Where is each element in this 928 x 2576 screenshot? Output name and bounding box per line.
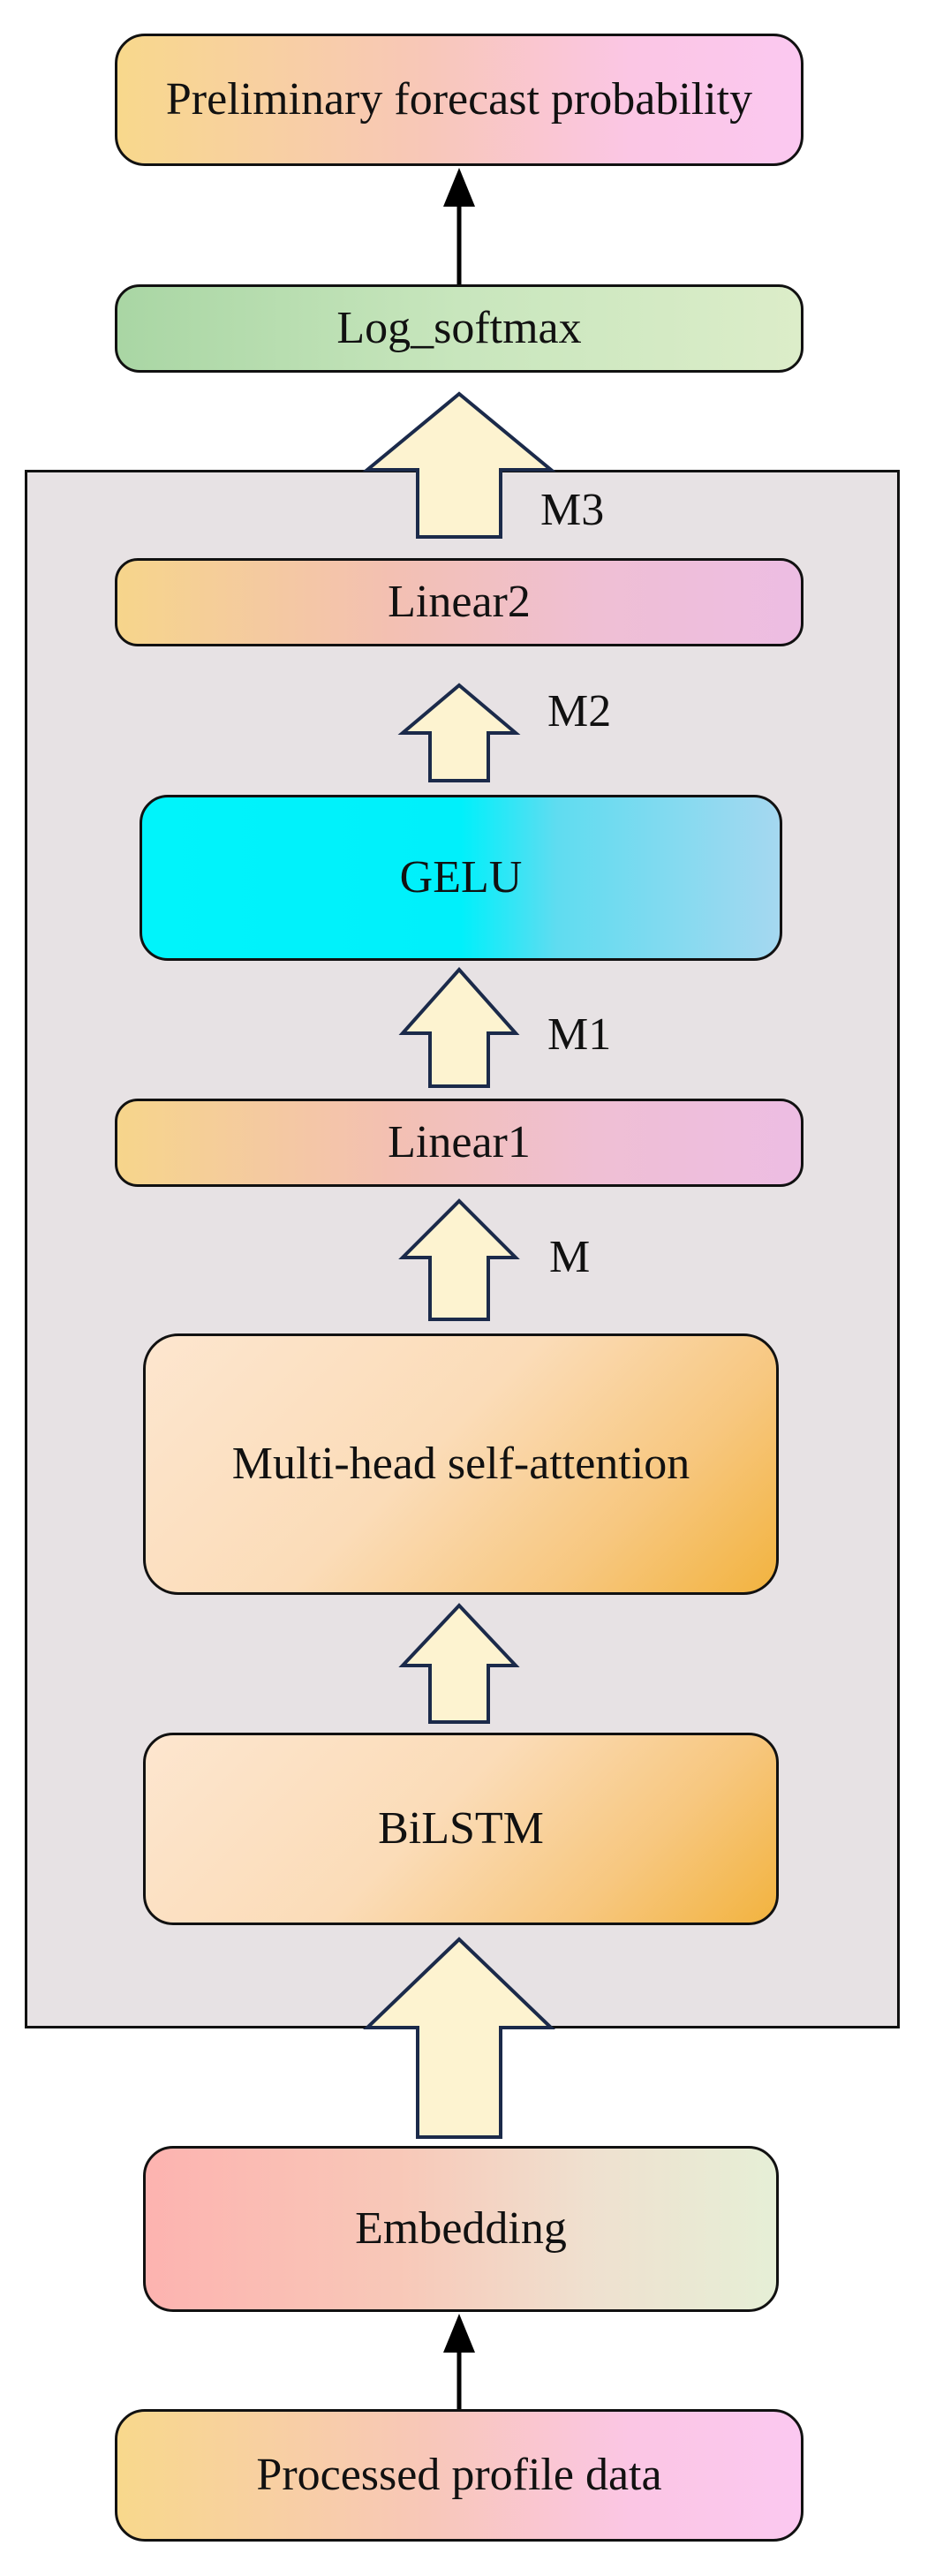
thin-arrow-bottom <box>443 2314 475 2409</box>
embedding-box: Embedding <box>143 2146 779 2312</box>
block-arrow-m1 <box>398 966 520 1088</box>
block-arrow-bilstm <box>398 1603 520 1724</box>
label-m3: M3 <box>540 485 605 535</box>
output-box: Preliminary forecast probability <box>115 34 804 166</box>
log-softmax-box: Log_softmax <box>115 284 804 373</box>
mhsa-box: Multi-head self-attention <box>143 1333 779 1595</box>
embedding-label: Embedding <box>355 2203 567 2255</box>
bilstm-box: BiLSTM <box>143 1733 779 1925</box>
mhsa-label: Multi-head self-attention <box>231 1439 690 1490</box>
input-box: Processed profile data <box>115 2409 804 2542</box>
thin-arrow-top <box>443 168 475 284</box>
block-arrow-m <box>398 1198 520 1321</box>
label-m: M <box>549 1232 591 1282</box>
linear1-label: Linear1 <box>388 1117 531 1168</box>
linear1-box: Linear1 <box>115 1099 804 1187</box>
label-m1: M1 <box>547 1009 612 1060</box>
output-label: Preliminary forecast probability <box>165 74 753 125</box>
block-arrow-m3 <box>362 391 556 539</box>
block-arrow-embedding <box>363 1937 555 2139</box>
label-m2: M2 <box>547 686 612 737</box>
bilstm-label: BiLSTM <box>378 1803 544 1855</box>
gelu-label: GELU <box>399 852 523 903</box>
input-label: Processed profile data <box>256 2450 662 2501</box>
gelu-box: GELU <box>140 795 782 961</box>
linear2-label: Linear2 <box>388 577 531 628</box>
log-softmax-label: Log_softmax <box>336 303 582 354</box>
linear2-box: Linear2 <box>115 558 804 646</box>
block-arrow-m2 <box>397 683 521 782</box>
